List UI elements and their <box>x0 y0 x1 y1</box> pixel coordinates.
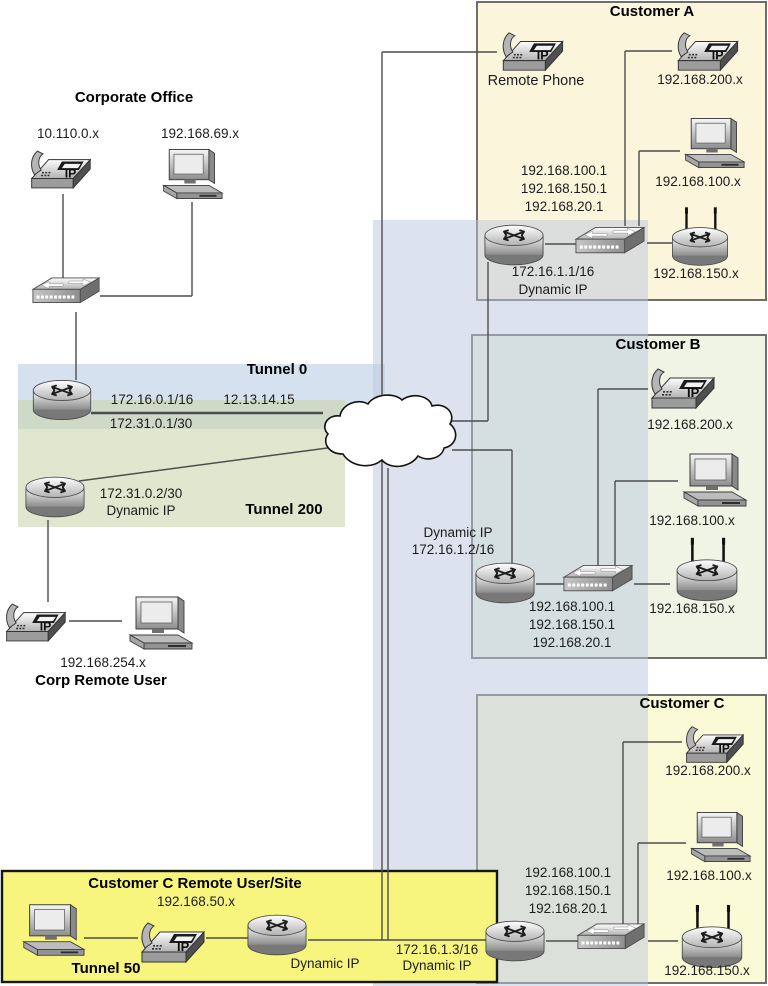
tunnel-50-label: Tunnel 50 <box>71 960 141 977</box>
customer-b-gw-2: 192.168.150.1 <box>528 617 616 632</box>
customer-c-phone-subnet: 192.168.200.x <box>665 763 751 778</box>
tunnel-200-router-dynamic-ip: Dynamic IP <box>106 503 176 518</box>
remote-phone-label: Remote Phone <box>487 73 585 89</box>
customer-c-gw-2: 192.168.150.1 <box>524 883 612 898</box>
customer-a-gw-1: 192.168.100.1 <box>520 163 608 178</box>
site-subnet: 192.168.50.x <box>156 894 236 909</box>
corporate-ip-phone-icon <box>31 150 91 189</box>
customer-b-router-ip: 172.16.1.2/16 <box>411 542 495 557</box>
customer-b-title: Customer B <box>615 336 701 353</box>
customer-c-wifi-subnet: 192.168.150.x <box>664 963 750 978</box>
customer-c-router-icon <box>486 921 544 961</box>
corporate-pc-subnet: 192.168.69.x <box>160 126 240 141</box>
customer-b-gw-3: 192.168.20.1 <box>532 635 612 650</box>
customer-c-router-ip: 172.16.1.3/16 <box>395 942 479 957</box>
corporate-lan-ip: 172.16.0.1/16 <box>110 392 194 407</box>
corp-remote-subnet: 192.168.254.x <box>60 655 146 670</box>
customer-a-wifi-subnet: 192.168.150.x <box>653 266 739 281</box>
customer-a-router-ip: 172.16.1.1/16 <box>511 264 595 279</box>
customer-a-dynamic-ip: Dynamic IP <box>518 282 588 297</box>
site-router-icon <box>248 915 306 955</box>
customer-b-wifi-subnet: 192.168.150.x <box>649 601 735 616</box>
customer-a-title: Customer A <box>609 3 695 20</box>
tunnel-0-ip: 172.31.0.1/30 <box>109 416 193 431</box>
customer-a-gw-2: 192.168.150.1 <box>520 181 608 196</box>
corporate-switch-icon <box>32 277 100 304</box>
customer-b-pc-subnet: 192.168.100.x <box>649 513 735 528</box>
corp-remote-pc-icon <box>129 596 193 650</box>
customer-c-pc-subnet: 192.168.100.x <box>666 868 752 883</box>
corporate-office-title: Corporate Office <box>74 89 194 106</box>
tunnel-0-label: Tunnel 0 <box>246 361 308 378</box>
customer-b-router-icon <box>476 563 534 603</box>
site-router-dynamic-ip: Dynamic IP <box>290 956 360 971</box>
customer-b-pc-icon <box>683 453 747 507</box>
corp-remote-ip-phone-icon <box>6 603 66 642</box>
customer-b-gw-1: 192.168.100.1 <box>528 599 616 614</box>
customer-c-gw-3: 192.168.20.1 <box>528 901 608 916</box>
tunnel-200-router-icon <box>26 477 84 517</box>
customer-c-gw-1: 192.168.100.1 <box>524 865 612 880</box>
tunnel-200-label: Tunnel 200 <box>245 501 323 518</box>
site-pc-icon <box>23 904 85 956</box>
customer-c-title: Customer C <box>639 695 725 712</box>
customer-a-gw-3: 192.168.20.1 <box>524 199 604 214</box>
customer-a-phone-subnet: 192.168.200.x <box>657 72 743 87</box>
customer-c-pc-icon <box>691 812 751 863</box>
tunnel-200-ip: 172.31.0.2/30 <box>99 486 183 501</box>
corporate-wan-ip: 12.13.14.15 <box>223 392 295 407</box>
connection-line-5 <box>78 446 336 482</box>
customer-c-router-dynamic-ip: Dynamic IP <box>402 958 472 973</box>
corp-remote-user-title: Corp Remote User <box>35 672 167 689</box>
customer-a-pc-icon <box>685 118 745 169</box>
customer-a-router-icon <box>485 225 543 265</box>
customer-b-dynamic-ip: Dynamic IP <box>423 525 493 540</box>
customer-b-phone-subnet: 192.168.200.x <box>647 417 733 432</box>
corporate-phone-subnet: 10.110.0.x <box>36 126 100 141</box>
corporate-router-icon <box>33 380 90 419</box>
corporate-pc-icon <box>163 149 223 200</box>
customer-a-pc-subnet: 192.168.100.x <box>655 174 741 189</box>
customer-c-remote-title: Customer C Remote User/Site <box>88 875 302 892</box>
